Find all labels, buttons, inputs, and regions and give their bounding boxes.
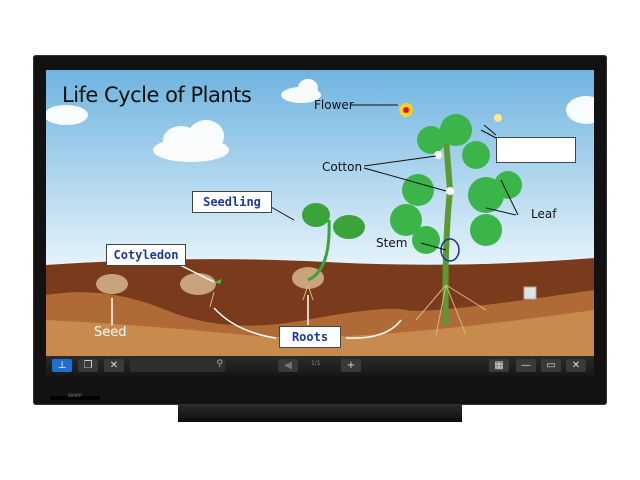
box-seedling[interactable]: Seedling — [192, 191, 272, 213]
box-empty-answer[interactable] — [496, 137, 576, 163]
box-roots[interactable]: Roots — [279, 326, 341, 348]
board-toolbar: ⊥ ❐ ✕ ⚲ ◀ 1/1 + ▦ — ▭ ✕ — [46, 356, 594, 376]
minimize-icon: — — [521, 360, 531, 371]
pin-icon: ⊥ — [57, 360, 67, 371]
label-cotton: Cotton — [322, 160, 363, 174]
label-flower: Flower — [314, 98, 354, 112]
close-button[interactable]: ✕ — [566, 359, 586, 372]
brand-logo: SHARP — [50, 393, 100, 400]
lesson-title: Life Cycle of Plants — [62, 83, 252, 107]
display-switch-icon: ▦ — [494, 360, 504, 371]
prev-page-icon: ◀ — [284, 360, 292, 371]
minimize-button[interactable]: — — [516, 359, 536, 372]
box-cotyledon[interactable]: Cotyledon — [106, 244, 186, 266]
search-icon[interactable]: ⚲ — [216, 359, 223, 369]
add-page-button[interactable]: + — [341, 359, 361, 372]
pin-button[interactable]: ⊥ — [52, 359, 72, 372]
prev-page-button[interactable]: ◀ — [278, 359, 298, 372]
search-input[interactable]: ⚲ — [130, 359, 225, 372]
page-indicator: 1/1 — [311, 360, 321, 367]
close-icon: ✕ — [571, 360, 581, 371]
tools-button[interactable]: ✕ — [104, 359, 124, 372]
plant-illustration — [46, 70, 594, 356]
add-page-icon: + — [346, 360, 356, 371]
display-switch-button[interactable]: ▦ — [489, 359, 509, 372]
restore-icon: ▭ — [546, 360, 556, 371]
label-seed: Seed — [94, 325, 127, 340]
label-stem: Stem — [376, 236, 408, 250]
edit-icon — [523, 286, 537, 300]
pages-button[interactable]: ❐ — [78, 359, 98, 372]
whiteboard-canvas[interactable]: Life Cycle of Plants Flower Cotton Leaf … — [46, 70, 594, 356]
label-leaf: Leaf — [531, 207, 557, 221]
restore-button[interactable]: ▭ — [541, 359, 561, 372]
pages-icon: ❐ — [83, 360, 93, 371]
cloud-icon — [46, 79, 594, 162]
display-stand — [178, 405, 462, 422]
tools-icon: ✕ — [109, 360, 119, 371]
